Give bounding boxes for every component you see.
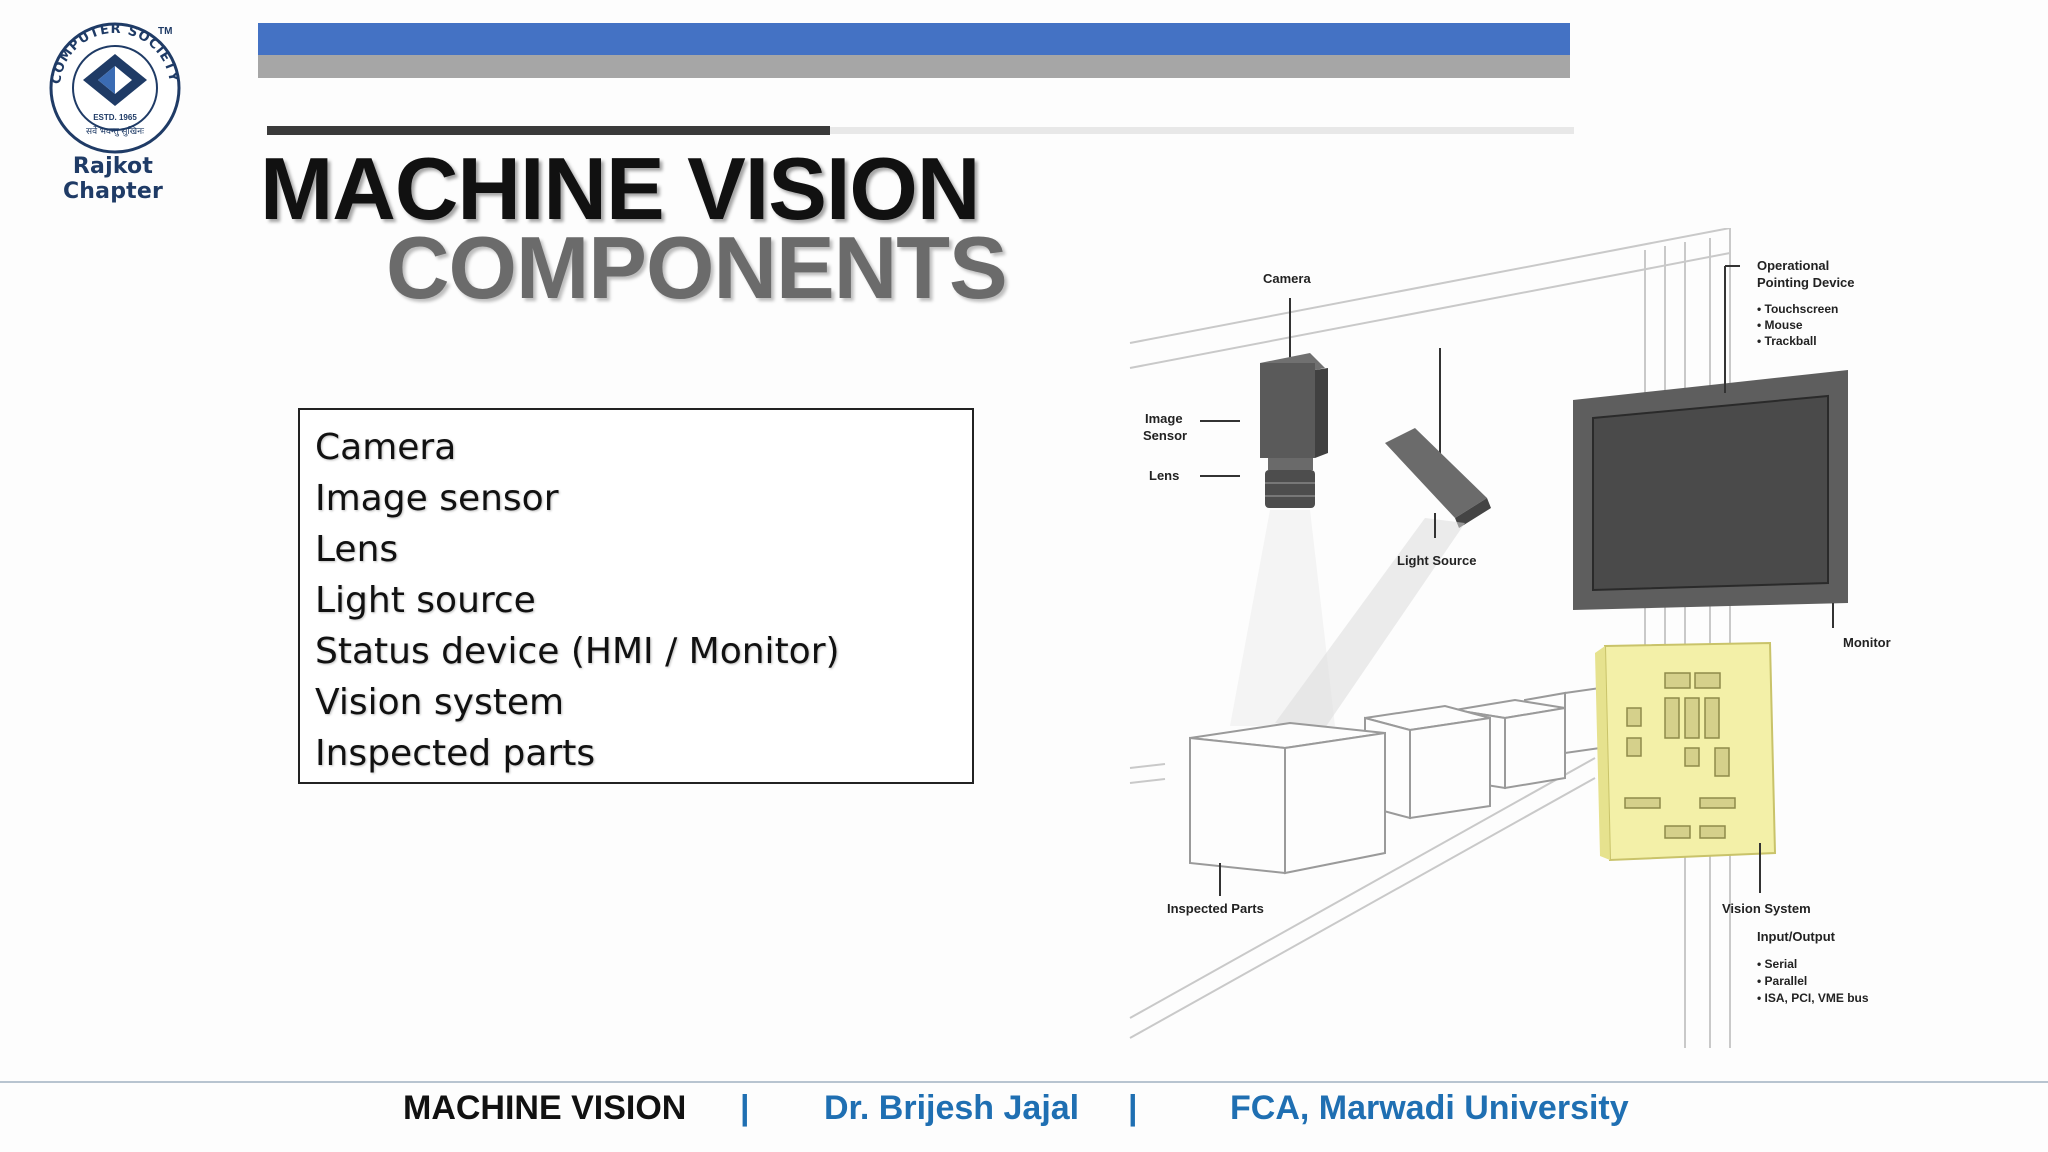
label-io-title: Input/Output [1757, 929, 1836, 944]
vision-system-icon [1595, 641, 1777, 893]
label-opd-item: • Touchscreen [1757, 302, 1838, 316]
footer-separator: | [1128, 1089, 1138, 1127]
list-item: Status device (HMI / Monitor) [315, 631, 840, 672]
label-lens: Lens [1149, 468, 1179, 483]
machine-vision-diagram: Camera Image Sensor Lens Light Source Op… [1129, 228, 1891, 1048]
label-camera: Camera [1263, 271, 1311, 286]
monitor-icon [1573, 370, 1848, 628]
footer-institution: FCA, Marwadi University [1230, 1089, 1629, 1127]
label-monitor: Monitor [1843, 635, 1891, 650]
diagram-frame-lines [1129, 228, 1731, 1048]
light-source-icon [1275, 348, 1491, 728]
label-opd-item: • Mouse [1757, 318, 1803, 332]
footer-author: Dr. Brijesh Jajal [824, 1089, 1080, 1127]
components-box: Camera Image sensor Lens Light source St… [298, 408, 974, 784]
label-io-item: • Parallel [1757, 974, 1807, 988]
logo-motto: सर्वे भवन्तु सुखिनः [86, 125, 144, 137]
footer-course-title: MACHINE VISION [403, 1089, 687, 1127]
logo-caption: Rajkot Chapter [62, 154, 164, 204]
label-light-source: Light Source [1397, 553, 1476, 568]
footer-separator: | [740, 1089, 750, 1127]
opd-leader [1724, 265, 1740, 393]
camera-view-cone [1230, 510, 1335, 726]
header-blue-bar [258, 23, 1570, 55]
title-rule-light [267, 127, 1574, 134]
list-item: Light source [315, 580, 536, 621]
label-inspected-parts: Inspected Parts [1167, 901, 1264, 916]
camera-icon [1260, 298, 1328, 508]
list-item: Lens [315, 529, 399, 570]
label-io-item: • ISA, PCI, VME bus [1757, 991, 1869, 1005]
camera-leaders [1200, 420, 1240, 477]
logo-estd: ESTD. 1965 [93, 113, 137, 122]
label-vision-system: Vision System [1722, 901, 1811, 916]
csi-logo: COMPUTER SOCIETY OF INDIA TM ESTD. 1965 … [40, 20, 181, 154]
list-item: Inspected parts [315, 733, 596, 774]
header-gray-bar [258, 55, 1570, 78]
logo-tm: TM [158, 26, 172, 37]
footer: MACHINE VISION | Dr. Brijesh Jajal | FCA… [0, 1085, 2048, 1133]
footer-divider [0, 1081, 2048, 1083]
components-list: Camera Image sensor Lens Light source St… [315, 422, 972, 779]
list-item: Image sensor [315, 478, 559, 519]
label-opd-1: Operational [1757, 258, 1829, 273]
label-opd-2: Pointing Device [1757, 275, 1855, 290]
label-image-sensor-1: Image [1145, 411, 1183, 426]
list-item: Vision system [315, 682, 565, 723]
slide-title-line2: COMPONENTS [386, 218, 1008, 317]
list-item: Camera [315, 427, 457, 468]
label-image-sensor-2: Sensor [1143, 428, 1187, 443]
title-rule-dark [267, 126, 830, 135]
inspected-parts-icon [1189, 686, 1601, 875]
label-io-item: • Serial [1757, 957, 1797, 971]
slide-title-line1: MACHINE VISION [260, 139, 980, 238]
label-opd-item: • Trackball [1757, 334, 1817, 348]
